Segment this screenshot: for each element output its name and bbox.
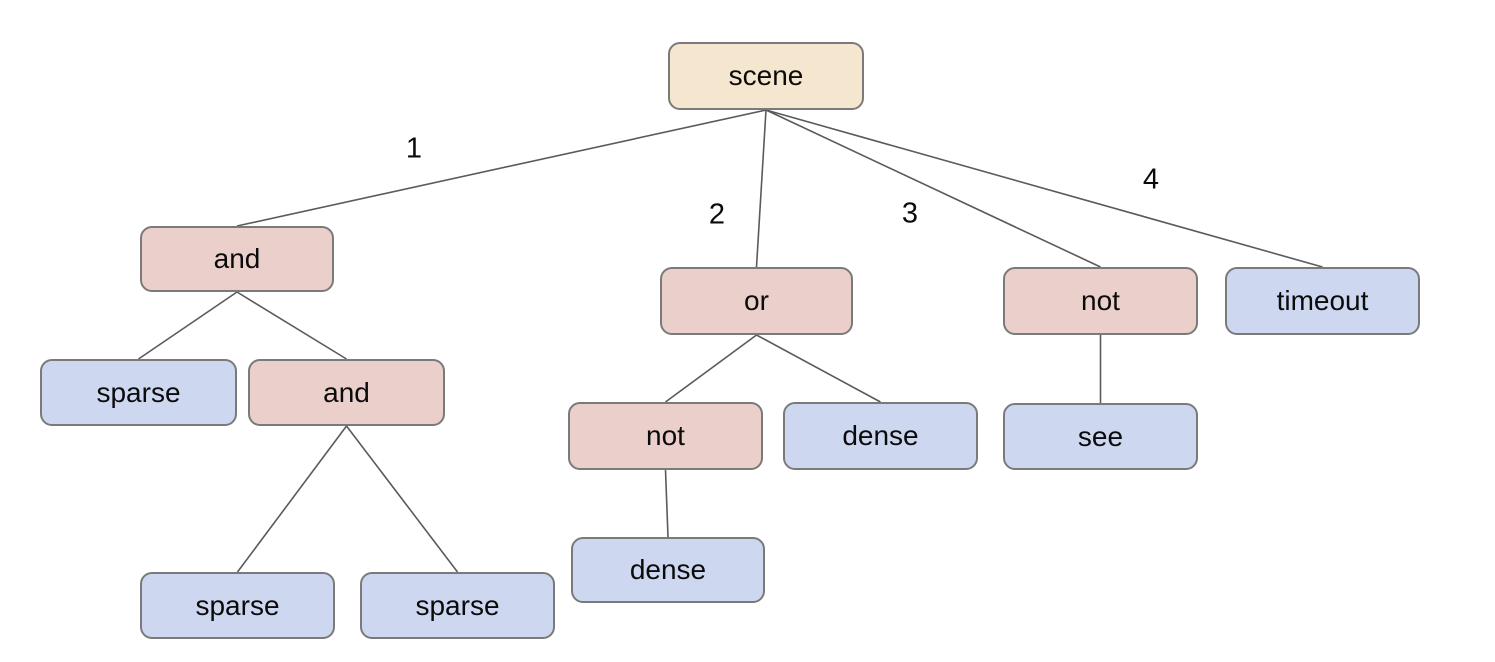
tree-node-not-2: not bbox=[568, 402, 763, 470]
tree-edge-scene-to-not-1 bbox=[765, 109, 1101, 268]
tree-node-or-1: or bbox=[660, 267, 853, 335]
tree-edge-or-1-to-not-2 bbox=[665, 334, 757, 403]
edge-label-1: 1 bbox=[405, 132, 423, 165]
tree-edge-and-2-to-sparse-2 bbox=[236, 425, 348, 573]
tree-node-see-1: see bbox=[1003, 403, 1198, 470]
tree-node-and-1: and bbox=[140, 226, 334, 292]
tree-edge-scene-to-or-1 bbox=[755, 109, 767, 268]
tree-edge-scene-to-timeout-1 bbox=[765, 109, 1323, 268]
tree-node-sparse-3: sparse bbox=[360, 572, 555, 639]
tree-node-dense-2: dense bbox=[571, 537, 765, 603]
tree-edge-not-2-to-dense-2 bbox=[664, 469, 669, 538]
tree-node-sparse-2: sparse bbox=[140, 572, 335, 639]
tree-edge-or-1-to-dense-1 bbox=[756, 334, 881, 403]
tree-edge-and-2-to-sparse-3 bbox=[345, 425, 459, 573]
edge-label-2: 2 bbox=[708, 198, 726, 231]
tree-node-not-1: not bbox=[1003, 267, 1198, 335]
tree-node-timeout-1: timeout bbox=[1225, 267, 1420, 335]
edge-label-4: 4 bbox=[1142, 163, 1160, 196]
tree-node-scene: scene bbox=[668, 42, 864, 110]
edge-label-3: 3 bbox=[901, 197, 919, 230]
tree-node-dense-1: dense bbox=[783, 402, 978, 470]
tree-node-sparse-1: sparse bbox=[40, 359, 237, 426]
tree-node-and-2: and bbox=[248, 359, 445, 426]
tree-edge-scene-to-and-1 bbox=[236, 109, 767, 227]
tree-edge-and-1-to-and-2 bbox=[236, 291, 347, 360]
tree-edge-and-1-to-sparse-1 bbox=[138, 291, 238, 360]
